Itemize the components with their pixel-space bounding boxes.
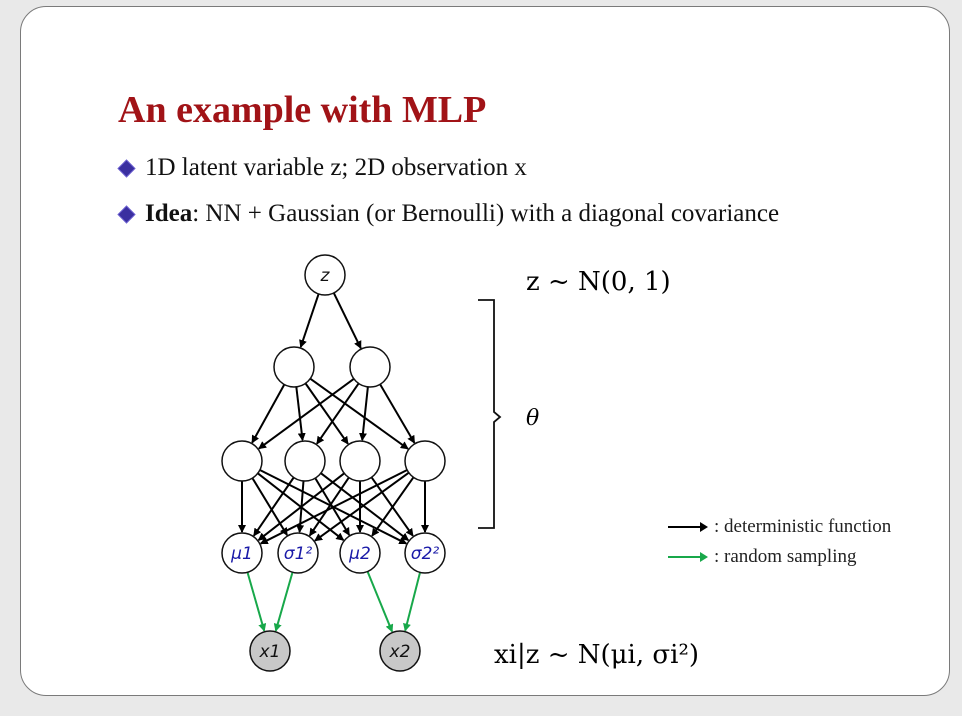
deterministic-edge (320, 472, 410, 542)
output-node-label: x2 (389, 642, 411, 662)
hidden-node (339, 440, 381, 482)
deterministic-edge (314, 471, 410, 542)
sampling-edge (246, 571, 267, 632)
deterministic-edge (308, 477, 350, 537)
slide-title: An example with MLP (118, 89, 487, 131)
hidden-node (404, 440, 446, 482)
bullet-text: 1D latent variable z; 2D observation x (145, 154, 527, 181)
deterministic-edge (379, 383, 416, 444)
latent-node (304, 254, 346, 296)
latent-node-label: z (320, 266, 331, 286)
deterministic-edge (316, 382, 360, 445)
deterministic-edge (304, 382, 349, 445)
deterministic-edge (257, 472, 345, 541)
deterministic-edge (253, 476, 295, 537)
deterministic-edge (299, 293, 320, 349)
slide (20, 6, 950, 696)
black-arrow-icon (668, 522, 708, 532)
deterministic-edge (251, 477, 288, 536)
deterministic-edge (259, 469, 408, 545)
deterministic-edge (371, 476, 415, 537)
deterministic-edge (332, 292, 362, 350)
legend-deterministic-label: : deterministic function (714, 516, 892, 537)
deterministic-edge (251, 384, 286, 444)
sampling-edge (366, 571, 394, 633)
param-node-label: μ2 (348, 544, 371, 564)
param-node (221, 532, 263, 574)
param-node-label: σ2² (411, 544, 440, 564)
output-node (249, 630, 291, 672)
bullet-latent: 1D latent variable z; 2D observation x (116, 154, 527, 182)
deterministic-edge (295, 386, 306, 442)
green-arrow-icon (668, 552, 708, 562)
network-edges (238, 292, 429, 633)
network-nodes: z μ1 σ1² μ2 σ2² x1 x2 (221, 254, 446, 672)
bullet-bold: Idea (145, 200, 193, 227)
deterministic-edge (309, 377, 409, 450)
theta-label: θ (526, 406, 539, 431)
legend-random-label: : random sampling (714, 546, 857, 567)
param-node (339, 532, 381, 574)
theta-brace (478, 299, 502, 529)
param-node-label: σ1² (284, 544, 313, 564)
sampling-edge (403, 572, 422, 632)
hidden-node (284, 440, 326, 482)
prior-formula: z ~ N(0, 1) (526, 267, 671, 297)
likelihood-formula: xi|z ~ N(μi, σi²) (494, 640, 699, 670)
bullet-idea: Idea : NN + Gaussian (or Bernoulli) with… (116, 200, 779, 228)
legend-random: : random sampling (668, 546, 856, 568)
hidden-node (349, 346, 391, 388)
bullet-text: : NN + Gaussian (or Bernoulli) with a di… (192, 200, 780, 227)
legend-deterministic: : deterministic function (668, 516, 891, 538)
deterministic-edge (258, 378, 355, 450)
output-node (379, 630, 421, 672)
sampling-edge (273, 571, 294, 632)
hidden-node (221, 440, 263, 482)
hidden-node (273, 346, 315, 388)
param-node (404, 532, 446, 574)
deterministic-edge (358, 386, 369, 442)
param-node-label: μ1 (230, 544, 253, 564)
output-node-label: x1 (259, 642, 281, 662)
param-node (277, 532, 319, 574)
